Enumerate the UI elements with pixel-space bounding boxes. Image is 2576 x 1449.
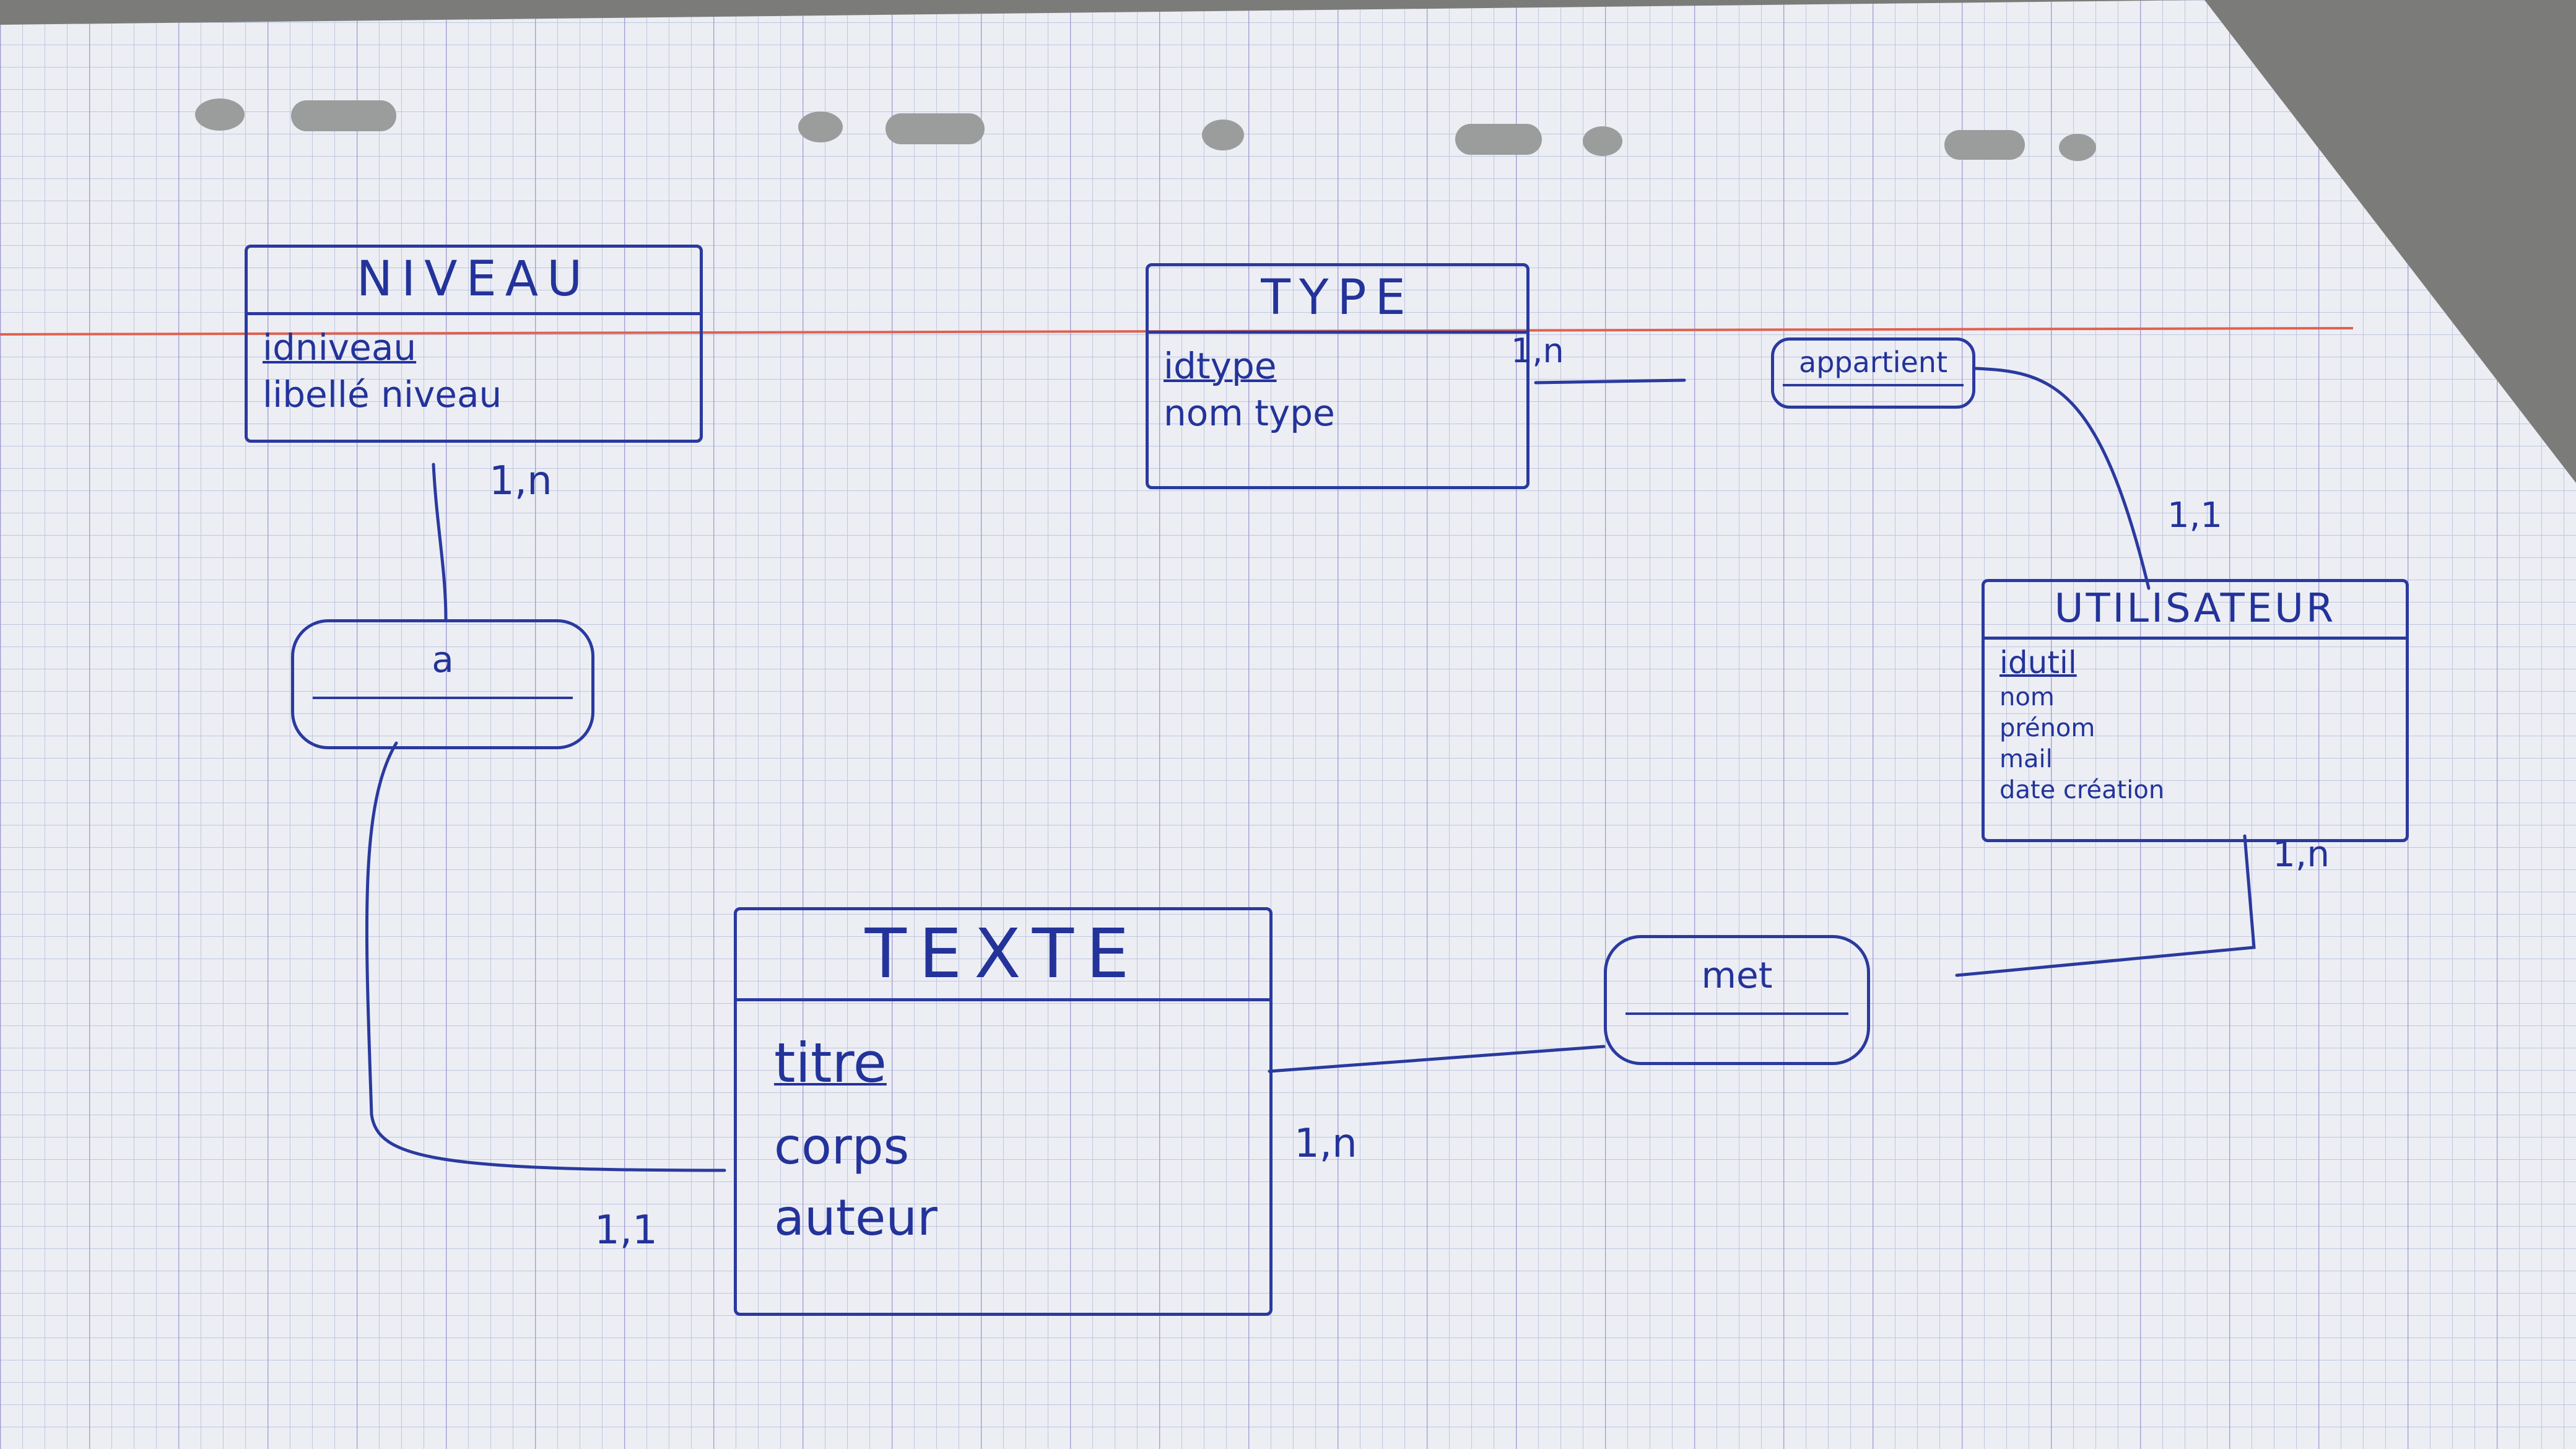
link-a-texte [365,741,726,1172]
attribute-idniveau: idniveau [263,326,417,368]
entity-niveau: NIVEAU idniveau libellé niveau [245,245,703,443]
attribute-corps: corps [774,1118,910,1175]
attribute-libelle-niveau: libellé niveau [263,373,502,416]
cardinality-texte-met: 1,n [1294,1121,1357,1167]
association-a: a [291,619,594,749]
link-appartient-utilisateur [1973,367,2151,590]
association-met: met [1604,935,1870,1065]
entity-texte: TEXTE titre corps auteur [734,907,1273,1316]
entity-type-attributes: idtype nom type [1149,334,1526,445]
attribute-idtype: idtype [1164,345,1277,387]
attribute-nom-type: nom type [1164,392,1335,434]
entity-utilisateur-attributes: idutil nom prénom mail date création [1985,640,2406,814]
entity-texte-title: TEXTE [737,910,1269,1001]
link-type-appartient [1534,378,1686,385]
association-met-label: met [1625,938,1848,1015]
cardinality-util-met: 1,n [2273,833,2330,875]
entity-utilisateur: UTILISATEUR idutil nom prénom mail date … [1982,579,2409,842]
association-appartient-label: appartient [1783,341,1964,386]
cardinality-util-appartient: 1,1 [2167,495,2223,536]
association-appartient: appartient [1771,337,1975,409]
entity-utilisateur-title: UTILISATEUR [1985,582,2406,640]
association-a-label: a [313,622,573,699]
attribute-prenom: prénom [1999,714,2095,742]
entity-niveau-title: NIVEAU [248,248,700,315]
entity-texte-attributes: titre corps auteur [737,1001,1269,1268]
attribute-auteur: auteur [774,1189,938,1247]
attribute-mail: mail [1999,745,2053,773]
attribute-titre: titre [774,1031,887,1095]
cardinality-type-appartient: 1,n [1511,331,1564,370]
attribute-nom: nom [1999,683,2055,711]
entity-type-title: TYPE [1149,266,1526,334]
entity-type: TYPE idtype nom type [1146,263,1530,489]
attribute-date-creation: date création [1999,776,2165,804]
link-texte-met [1268,1045,1606,1073]
link-met-utilisateur [1955,834,2256,977]
link-niveau-a [432,463,448,621]
cardinality-texte-a: 1,1 [594,1208,658,1253]
attribute-idutil: idutil [1999,645,2077,681]
cardinality-niveau-a: 1,n [489,458,552,504]
entity-niveau-attributes: idniveau libellé niveau [248,315,700,427]
